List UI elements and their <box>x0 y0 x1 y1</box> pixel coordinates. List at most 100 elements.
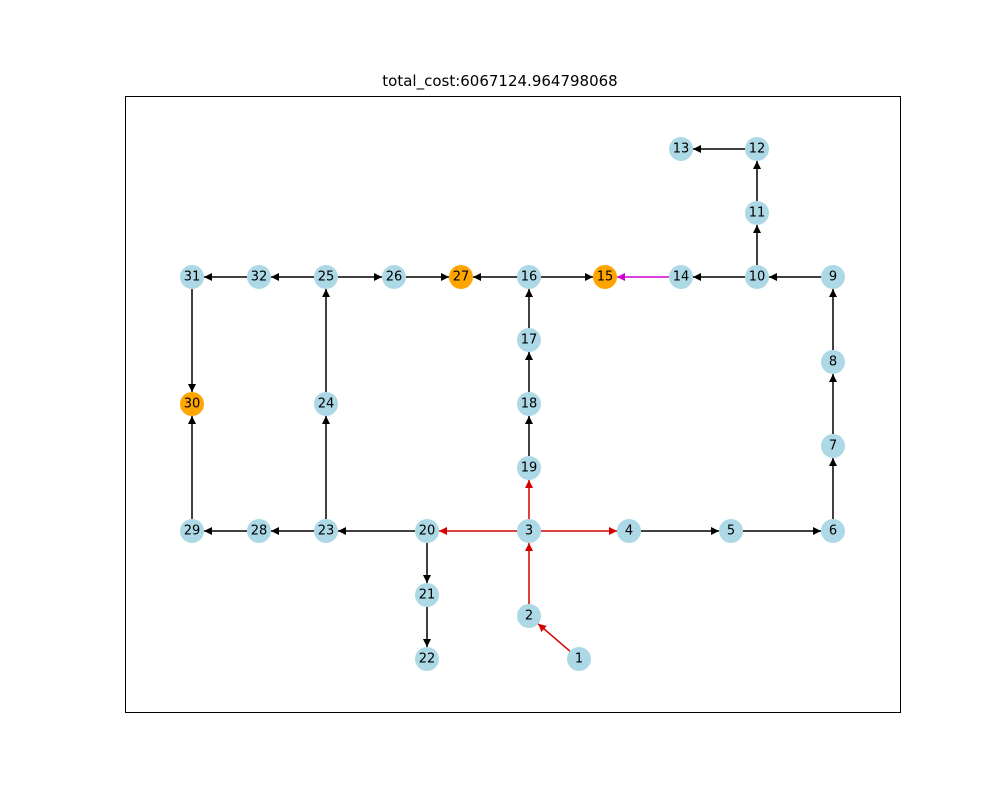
node-label-9: 9 <box>829 270 837 285</box>
edges-layer <box>188 145 837 652</box>
node-label-15: 15 <box>597 270 614 285</box>
node-label-8: 8 <box>829 355 837 370</box>
node-31: 31 <box>180 265 204 289</box>
plot-frame <box>125 96 901 713</box>
node-circle-26 <box>382 265 406 289</box>
node-14: 14 <box>669 265 693 289</box>
node-15: 15 <box>593 265 617 289</box>
node-label-17: 17 <box>521 333 538 348</box>
node-circle-18 <box>517 392 541 416</box>
node-label-2: 2 <box>525 609 533 624</box>
node-17: 17 <box>517 328 541 352</box>
node-circle-23 <box>314 519 338 543</box>
chart-title: total_cost:6067124.964798068 <box>382 72 618 90</box>
node-3: 3 <box>517 519 541 543</box>
node-circle-16 <box>517 265 541 289</box>
node-label-31: 31 <box>184 270 201 285</box>
node-circle-6 <box>821 519 845 543</box>
node-25: 25 <box>314 265 338 289</box>
node-4: 4 <box>617 519 641 543</box>
node-6: 6 <box>821 519 845 543</box>
node-9: 9 <box>821 265 845 289</box>
node-circle-27 <box>449 265 473 289</box>
node-circle-24 <box>314 392 338 416</box>
node-label-10: 10 <box>749 270 766 285</box>
node-label-11: 11 <box>749 206 766 221</box>
node-circle-12 <box>745 137 769 161</box>
node-circle-20 <box>415 519 439 543</box>
node-label-4: 4 <box>625 524 633 539</box>
node-label-12: 12 <box>749 142 766 157</box>
node-circle-19 <box>517 456 541 480</box>
node-label-18: 18 <box>521 397 538 412</box>
node-circle-28 <box>247 519 271 543</box>
node-1: 1 <box>567 647 591 671</box>
node-circle-30 <box>180 392 204 416</box>
node-circle-15 <box>593 265 617 289</box>
node-label-7: 7 <box>829 439 837 454</box>
node-circle-13 <box>669 137 693 161</box>
node-label-23: 23 <box>318 524 335 539</box>
node-24: 24 <box>314 392 338 416</box>
node-label-25: 25 <box>318 270 335 285</box>
node-circle-22 <box>415 647 439 671</box>
node-circle-32 <box>247 265 271 289</box>
node-circle-1 <box>567 647 591 671</box>
node-19: 19 <box>517 456 541 480</box>
node-circle-5 <box>719 519 743 543</box>
node-10: 10 <box>745 265 769 289</box>
node-28: 28 <box>247 519 271 543</box>
node-circle-8 <box>821 350 845 374</box>
node-label-6: 6 <box>829 524 837 539</box>
node-label-14: 14 <box>673 270 690 285</box>
node-circle-25 <box>314 265 338 289</box>
node-circle-3 <box>517 519 541 543</box>
node-circle-17 <box>517 328 541 352</box>
node-label-5: 5 <box>727 524 735 539</box>
node-circle-7 <box>821 434 845 458</box>
node-circle-9 <box>821 265 845 289</box>
node-label-16: 16 <box>521 270 538 285</box>
node-29: 29 <box>180 519 204 543</box>
node-circle-11 <box>745 201 769 225</box>
node-label-26: 26 <box>386 270 403 285</box>
node-circle-4 <box>617 519 641 543</box>
node-circle-2 <box>517 604 541 628</box>
node-circle-31 <box>180 265 204 289</box>
node-20: 20 <box>415 519 439 543</box>
node-label-20: 20 <box>419 524 436 539</box>
node-8: 8 <box>821 350 845 374</box>
node-11: 11 <box>745 201 769 225</box>
node-label-32: 32 <box>251 270 268 285</box>
node-27: 27 <box>449 265 473 289</box>
node-30: 30 <box>180 392 204 416</box>
node-circle-29 <box>180 519 204 543</box>
node-label-28: 28 <box>251 524 268 539</box>
node-label-27: 27 <box>453 270 470 285</box>
node-23: 23 <box>314 519 338 543</box>
edge-1-2 <box>537 623 571 652</box>
node-circle-10 <box>745 265 769 289</box>
node-13: 13 <box>669 137 693 161</box>
node-label-21: 21 <box>419 588 436 603</box>
node-7: 7 <box>821 434 845 458</box>
node-label-13: 13 <box>673 142 690 157</box>
node-18: 18 <box>517 392 541 416</box>
node-label-29: 29 <box>184 524 201 539</box>
node-label-22: 22 <box>419 652 436 667</box>
node-26: 26 <box>382 265 406 289</box>
node-5: 5 <box>719 519 743 543</box>
node-label-24: 24 <box>318 397 335 412</box>
node-2: 2 <box>517 604 541 628</box>
node-label-19: 19 <box>521 461 538 476</box>
node-22: 22 <box>415 647 439 671</box>
node-32: 32 <box>247 265 271 289</box>
node-circle-14 <box>669 265 693 289</box>
node-21: 21 <box>415 583 439 607</box>
node-label-3: 3 <box>525 524 533 539</box>
node-label-30: 30 <box>184 397 201 412</box>
node-label-1: 1 <box>575 652 583 667</box>
node-12: 12 <box>745 137 769 161</box>
